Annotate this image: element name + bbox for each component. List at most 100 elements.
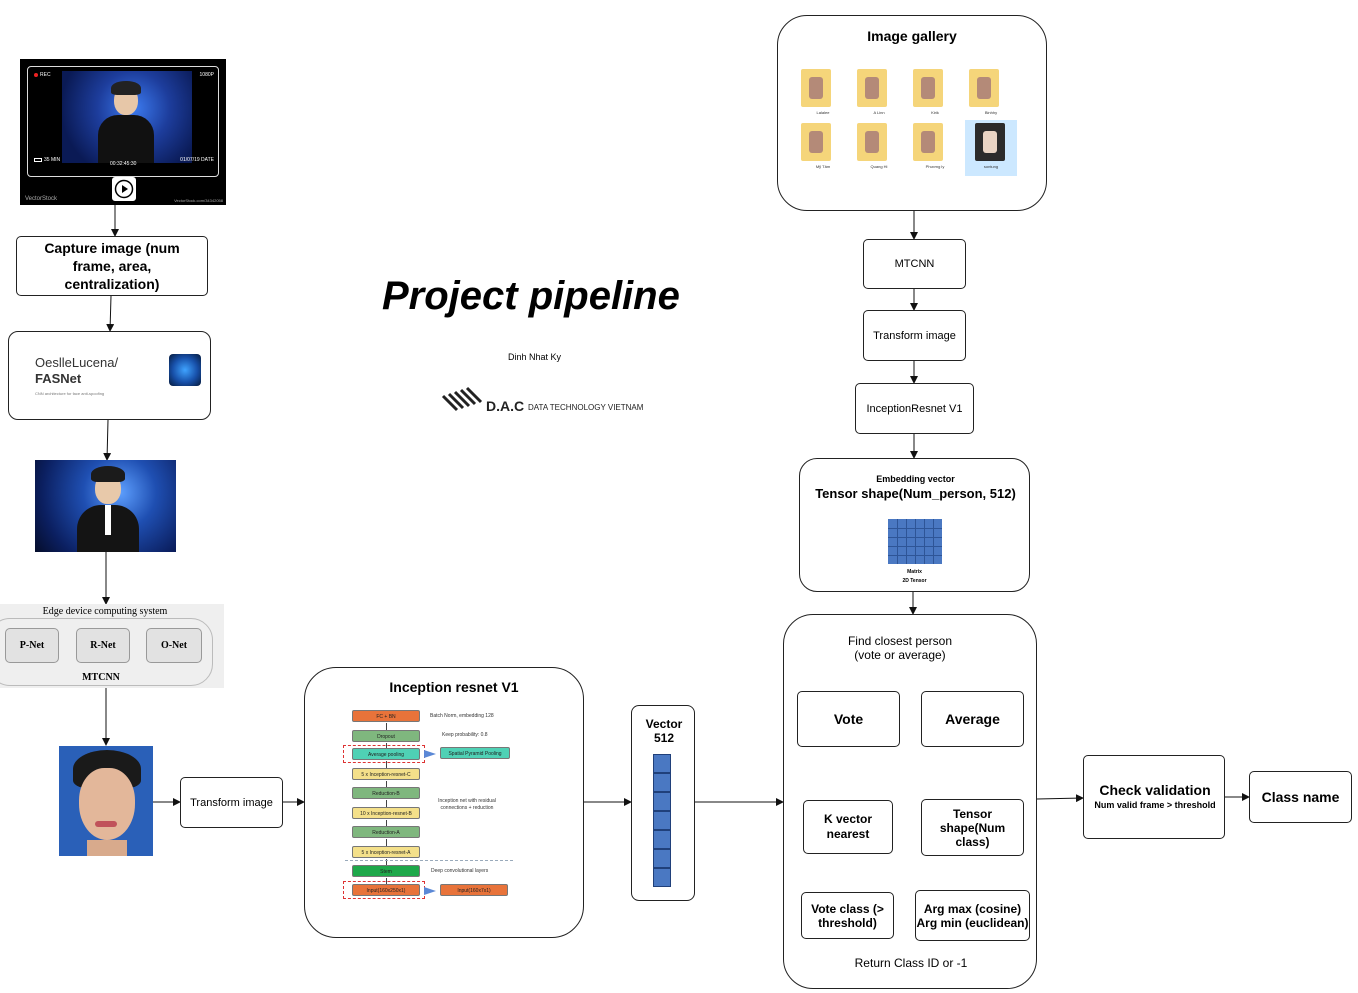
arrow-fasnet-to-face	[103, 419, 112, 461]
average-node: Average	[921, 691, 1024, 747]
inception-panel-title: Inception resnet V1	[389, 679, 519, 695]
layer-separator	[345, 860, 513, 861]
cropped-face-photo	[59, 746, 153, 856]
video-person-photo	[62, 71, 192, 163]
transform-image-left: Transform image	[180, 777, 283, 828]
check-validation-node: Check validation Num valid frame > thres…	[1083, 755, 1225, 839]
check-title: Check validation	[1099, 782, 1211, 798]
arrow-capture-to-fasnet	[106, 295, 115, 332]
layer-connector	[386, 761, 387, 768]
rec-label: REC	[40, 72, 51, 78]
highlight-frame	[343, 881, 425, 899]
quality-label: 1080P	[199, 72, 214, 78]
folder-photo	[809, 77, 823, 99]
folder-icon	[801, 69, 831, 107]
embedding-shape: Tensor shape(Num_person, 512)	[815, 486, 1016, 501]
vector-cell	[653, 830, 671, 849]
folder-photo	[921, 131, 935, 153]
vector-cell	[653, 754, 671, 773]
embedding-matrix	[888, 519, 942, 564]
video-frame: REC 1080P 35 MIN 00:32:45:30 01/07/19 DA…	[20, 59, 226, 205]
layer-box: Average pooling	[352, 748, 420, 760]
matrix-label: Matrix	[907, 569, 922, 575]
find-title: Find closest person (vote or average)	[847, 634, 953, 662]
gallery-folder[interactable]: Binhhy	[965, 66, 1017, 122]
pnet-node: P-Net	[5, 628, 59, 663]
fasnet-card: OeslleLucena/ FASNet CNN architecture fo…	[8, 331, 211, 420]
side-box: Spatial Pyramid Pooling	[440, 747, 510, 759]
folder-label: Lalalee	[816, 110, 830, 115]
matrix-col-line	[933, 519, 934, 564]
fasnet-org: OeslleLucena/	[35, 355, 119, 370]
folder-photo	[921, 77, 935, 99]
mtcnn-edge-title: Edge device computing system	[42, 606, 168, 617]
onet-node: O-Net	[146, 628, 202, 663]
fasnet-desc: CNN architecture for face anti-spoofing	[35, 391, 105, 396]
gallery-folder[interactable]: Lalalee	[797, 66, 849, 122]
side-box: Input(160x7x1)	[440, 884, 508, 896]
vector-cell	[653, 773, 671, 792]
arg-max-node: Arg max (cosine) Arg min (euclidean)	[915, 890, 1030, 941]
layer-connector	[386, 820, 387, 826]
folder-label: Mỹ Tâm	[815, 164, 831, 169]
page-title: Project pipeline	[382, 274, 680, 318]
layer-box: Reduction-B	[352, 787, 420, 799]
layer-connector	[386, 859, 387, 865]
battery-icon	[34, 158, 42, 162]
vector-cell	[653, 792, 671, 811]
play-icon[interactable]	[112, 177, 136, 201]
layer-connector	[386, 781, 387, 787]
layer-box: Reduction-A	[352, 826, 420, 838]
highlight-frame	[343, 745, 425, 763]
watermark-url: VectorStock.com/34342058	[174, 198, 223, 203]
vote-class-node: Vote class (> threshold)	[801, 892, 894, 939]
layer-connector	[386, 723, 387, 730]
detected-person-photo	[35, 460, 176, 552]
matrix-col-line	[924, 519, 925, 564]
folder-photo	[983, 131, 997, 153]
folder-photo	[865, 131, 879, 153]
tensor-shape-node: Tensor shape(Num class)	[921, 799, 1024, 856]
gallery-folder[interactable]: sontung	[965, 120, 1017, 176]
fasnet-repo: FASNet	[35, 371, 82, 386]
watermark: VectorStock	[25, 196, 58, 202]
layer-box: 10 x Inception-resnet-B	[352, 807, 420, 819]
gallery-folder[interactable]: Phương ly	[909, 120, 961, 176]
vector-cells	[653, 754, 673, 888]
gallery-folder[interactable]: Kirik	[909, 66, 961, 122]
gallery-folder[interactable]: Quang Hi	[853, 120, 905, 176]
gallery-folder[interactable]: A Linn	[853, 66, 905, 122]
layer-box: FC + BN	[352, 710, 420, 722]
gallery-folder[interactable]: Mỹ Tâm	[797, 120, 849, 176]
folder-icon	[969, 69, 999, 107]
side-arrow-icon	[424, 750, 436, 758]
folder-icon	[913, 123, 943, 161]
folder-icon	[913, 69, 943, 107]
folder-icon	[857, 69, 887, 107]
vector-512-node: Vector 512	[631, 705, 695, 901]
mtcnn-right-node: MTCNN	[863, 239, 966, 289]
gallery-title: Image gallery	[867, 28, 957, 44]
folder-label: Kirik	[931, 110, 939, 115]
folder-photo	[809, 131, 823, 153]
transform-image-right: Transform image	[863, 310, 966, 361]
side-arrow-icon	[424, 887, 436, 895]
capture-image-node: Capture image (num frame, area, centrali…	[16, 236, 208, 296]
class-name-node: Class name	[1249, 771, 1352, 823]
dac-logo-text: D.A.C	[486, 398, 525, 414]
matrix-col-line	[897, 519, 898, 564]
vector-cell	[653, 811, 671, 830]
folder-label: Quang Hi	[870, 164, 888, 169]
check-sub: Num valid frame > threshold	[1094, 800, 1216, 810]
layer-note: Keep probability: 0.8	[442, 732, 488, 738]
layer-connector	[386, 839, 387, 846]
timecode-label: 00:32:45:30	[110, 161, 137, 167]
layer-box: Dropout	[352, 730, 420, 742]
vote-node: Vote	[797, 691, 900, 747]
folder-label: sontung	[983, 164, 999, 169]
embedding-vector-node: Embedding vector Tensor shape(Num_person…	[799, 458, 1030, 592]
vector-title: Vector	[645, 717, 683, 731]
rnet-node: R-Net	[76, 628, 130, 663]
